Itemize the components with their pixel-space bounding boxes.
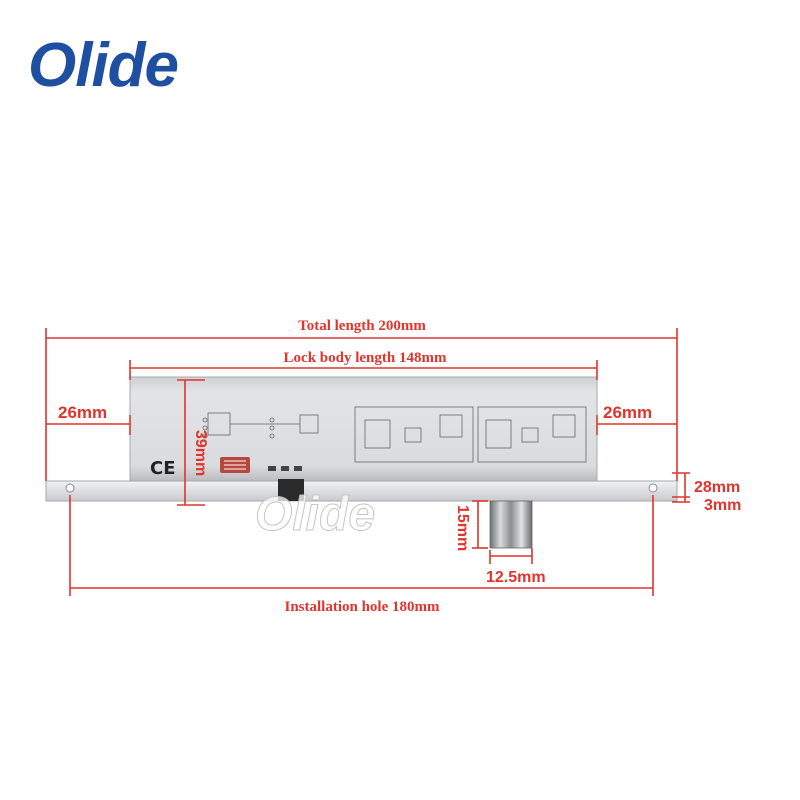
ce-mark: CE	[150, 458, 176, 479]
mounting-hole-right	[648, 483, 658, 493]
installation-hole-label: Installation hole 180mm	[284, 599, 440, 615]
small-symbols	[268, 466, 302, 471]
bolt-diameter-label: 12.5mm	[486, 569, 546, 586]
left-margin-dimension: 26mm	[46, 403, 131, 435]
height-dimensions-right: 28mm 3mm	[672, 472, 741, 514]
bolt-diameter-dimension: 12.5mm	[486, 548, 546, 586]
body-height-dimension: 39mm	[177, 379, 209, 506]
connector-block	[278, 479, 304, 501]
overall-height-label: 28mm	[694, 479, 740, 496]
bolt-length-dimension: 15mm	[454, 500, 488, 551]
olide-logo: Olide	[28, 31, 179, 100]
right-margin-dimension: 26mm	[596, 403, 677, 435]
face-plate	[45, 480, 678, 502]
lock-body-length-dimension: Lock body length 148mm	[129, 350, 598, 380]
lock-bolt	[489, 500, 533, 549]
watermark: Olide	[255, 488, 375, 541]
bolt-length-label: 15mm	[454, 505, 471, 551]
total-length-dimension: Total length 200mm	[45, 318, 678, 481]
total-length-label: Total length 200mm	[298, 318, 426, 334]
installation-hole-dimension: Installation hole 180mm	[69, 495, 654, 615]
wiring-panel-left	[202, 412, 319, 439]
right-margin-label: 26mm	[603, 403, 652, 422]
left-margin-label: 26mm	[58, 403, 107, 422]
lock-body-length-label: Lock body length 148mm	[284, 350, 447, 366]
mounting-hole-left	[65, 483, 75, 493]
certification-badge	[220, 457, 250, 473]
wiring-panel-mid	[354, 406, 474, 463]
plate-thickness-label: 3mm	[704, 497, 741, 514]
body-height-label: 39mm	[192, 430, 209, 476]
wiring-panel-right	[477, 406, 587, 463]
